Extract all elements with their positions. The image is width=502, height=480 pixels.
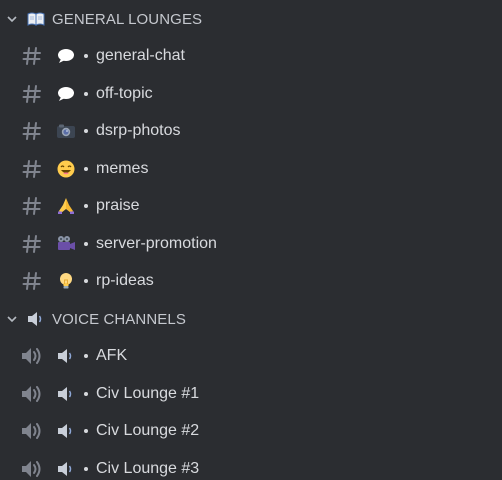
laughing-face-icon (56, 159, 76, 179)
voice-channel-civ-lounge-2[interactable]: Civ Lounge #2 (0, 414, 502, 448)
channel-memes[interactable]: memes (0, 152, 502, 186)
channel-name: rp-ideas (96, 272, 154, 289)
speaker-icon (56, 346, 76, 366)
separator-dot (84, 354, 88, 358)
voice-channel-civ-lounge-3[interactable]: Civ Lounge #3 (0, 452, 502, 480)
movie-camera-icon (56, 234, 76, 254)
channel-rp-ideas[interactable]: rp-ideas (0, 264, 502, 298)
hash-icon (21, 83, 43, 105)
channel-praise[interactable]: praise (0, 189, 502, 223)
chevron-down-icon (6, 313, 18, 325)
hash-icon (21, 270, 43, 292)
voice-speaker-icon (21, 383, 43, 405)
speech-bubble-icon (56, 46, 76, 66)
speaker-icon (56, 459, 76, 479)
hash-icon (21, 158, 43, 180)
channel-general-chat[interactable]: general-chat (0, 39, 502, 73)
chevron-down-icon (6, 13, 18, 25)
category-label: VOICE CHANNELS (52, 310, 186, 328)
channel-name: Civ Lounge #1 (96, 385, 200, 402)
category-label: GENERAL LOUNGES (52, 10, 203, 28)
separator-dot (84, 429, 88, 433)
channel-name: server-promotion (96, 235, 217, 252)
channel-name: memes (96, 160, 149, 177)
hash-icon (21, 233, 43, 255)
channel-name: general-chat (96, 47, 185, 64)
channel-name: dsrp-photos (96, 122, 181, 139)
separator-dot (84, 392, 88, 396)
hash-icon (21, 195, 43, 217)
separator-dot (84, 129, 88, 133)
speech-bubble-icon (56, 84, 76, 104)
voice-channel-afk[interactable]: AFK (0, 339, 502, 373)
channel-name: off-topic (96, 85, 153, 102)
praying-hands-icon (56, 196, 76, 216)
voice-speaker-icon (21, 458, 43, 480)
voice-channel-civ-lounge-1[interactable]: Civ Lounge #1 (0, 377, 502, 411)
hash-icon (21, 120, 43, 142)
separator-dot (84, 467, 88, 471)
channel-name: praise (96, 197, 140, 214)
channel-name: Civ Lounge #2 (96, 422, 200, 439)
camera-icon (56, 121, 76, 141)
separator-dot (84, 54, 88, 58)
light-bulb-icon (56, 271, 76, 291)
separator-dot (84, 242, 88, 246)
channel-off-topic[interactable]: off-topic (0, 77, 502, 111)
channel-dsrp-photos[interactable]: dsrp-photos (0, 114, 502, 148)
channel-server-promotion[interactable]: server-promotion (0, 227, 502, 261)
category-voice-channels[interactable]: VOICE CHANNELS (0, 306, 186, 332)
category-general-lounges[interactable]: GENERAL LOUNGES (0, 6, 202, 32)
voice-speaker-icon (21, 420, 43, 442)
speaker-icon (56, 384, 76, 404)
separator-dot (84, 279, 88, 283)
channel-name: AFK (96, 347, 128, 364)
voice-speaker-icon (21, 345, 43, 367)
separator-dot (84, 167, 88, 171)
speaker-icon (56, 421, 76, 441)
hash-icon (21, 45, 43, 67)
open-book-icon (26, 9, 46, 29)
channel-name: Civ Lounge #3 (96, 460, 200, 477)
speaker-icon (26, 309, 46, 329)
separator-dot (84, 204, 88, 208)
separator-dot (84, 92, 88, 96)
